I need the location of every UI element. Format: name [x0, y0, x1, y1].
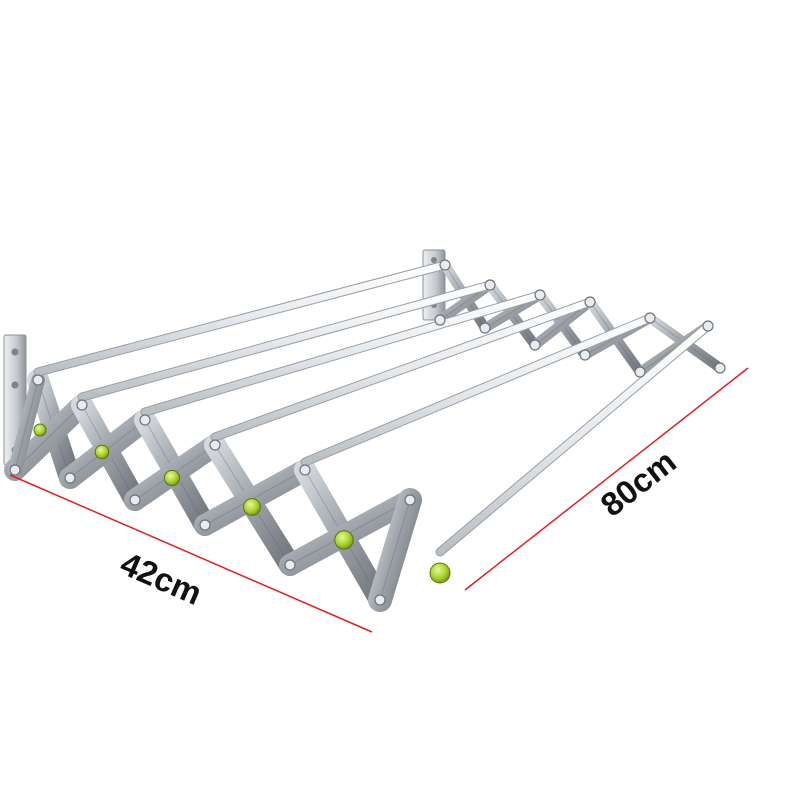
pivot-screw [579, 349, 591, 361]
center-pivot-green [334, 530, 354, 550]
dimension-line-length [464, 367, 749, 591]
pivot-screw [702, 320, 714, 332]
front-scissor-arm [194, 459, 316, 536]
front-scissor-end [368, 488, 422, 612]
front-scissor-arm-edge [204, 469, 306, 526]
front-scissor-end [8, 373, 45, 477]
pivot-screw [404, 494, 416, 506]
hanging-rod [78, 281, 494, 401]
pivot-screw [434, 314, 446, 326]
pivot-screw [714, 362, 726, 374]
front-scissor-end-edge [14, 379, 39, 471]
center-pivot-green [243, 498, 261, 516]
pivot-screw [64, 472, 76, 484]
hanging-rod [301, 314, 654, 466]
pivot-screw [644, 312, 656, 324]
pivot-screw [129, 494, 141, 506]
front-scissor-arm-edge [14, 404, 83, 471]
pivot-screw [209, 439, 221, 451]
pivot-screw [32, 374, 44, 386]
dimension-line-width [9, 474, 373, 633]
pivot-screw [374, 594, 386, 606]
pivot-screw [479, 322, 491, 334]
pivot-screw [9, 464, 21, 476]
pivot-screw [284, 559, 296, 571]
pivot-screw [634, 366, 646, 378]
front-scissor-end-edge [379, 499, 411, 601]
center-pivot-green [429, 562, 451, 584]
pivot-screw [529, 339, 541, 351]
pivot-joints [9, 259, 726, 606]
pivot-screw [534, 289, 546, 301]
hanging-rod [141, 291, 544, 416]
hanging-rod [436, 322, 712, 556]
pivot-screw [199, 519, 211, 531]
dimension-length: 80cm [464, 367, 749, 591]
center-pivot-green [33, 423, 47, 437]
center-pivot-green [94, 444, 110, 460]
pivot-screw [484, 279, 496, 291]
pivot-screw [299, 464, 311, 476]
pivot-screw [584, 296, 596, 308]
hanging-rods [33, 260, 713, 557]
pivot-screw [76, 399, 88, 411]
hanging-rod [211, 298, 594, 441]
center-pivot-green [163, 469, 181, 487]
hanging-rod [34, 261, 449, 376]
pivot-screw [439, 259, 451, 271]
front-scissor-arm [4, 394, 93, 481]
pivot-screw [139, 414, 151, 426]
